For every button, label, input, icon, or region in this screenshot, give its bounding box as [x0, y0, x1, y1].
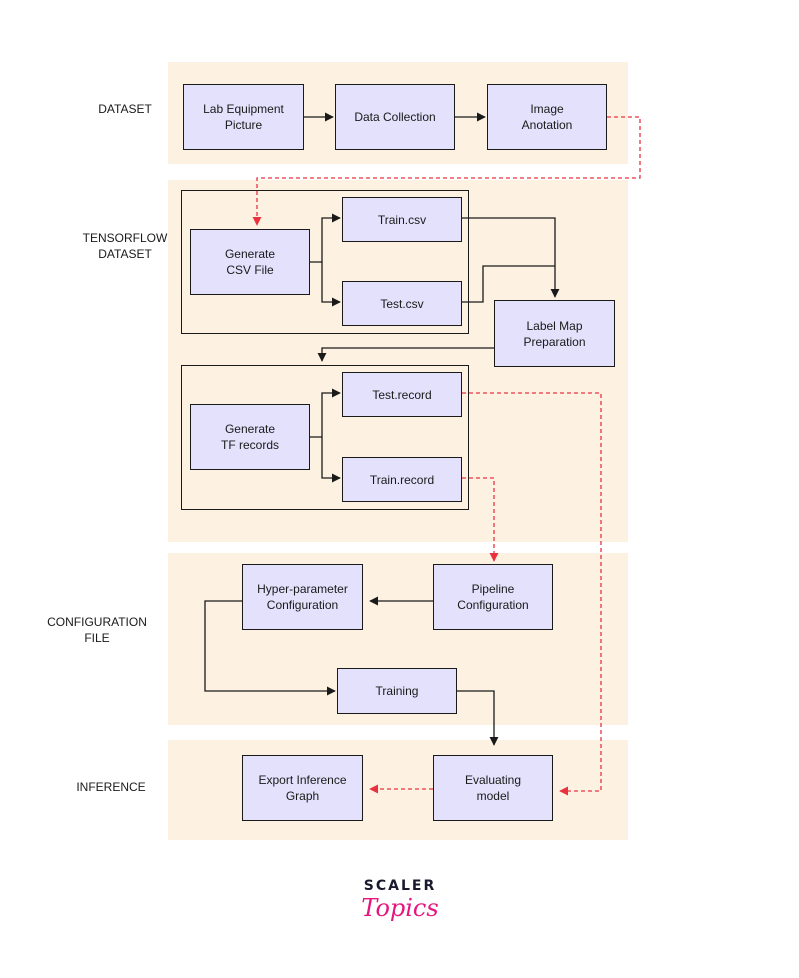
edge-image-anotation-to-generate-csv [252, 116, 641, 226]
node-test-record: Test.record [342, 372, 462, 417]
node-evaluating-model: Evaluating model [433, 755, 553, 821]
section-label-tensorflow-dataset: TENSORFLOW DATASET [82, 231, 168, 261]
section-label-configuration-file: CONFIGURATION FILE [47, 615, 147, 645]
edge-train-csv-to-label-map [462, 217, 560, 298]
node-export-inference-graph: Export Inference Graph [242, 755, 363, 821]
node-generate-tf-records: Generate TF records [190, 404, 310, 470]
tf-records-group [181, 365, 469, 510]
edge-hyper-parameter-to-training [204, 600, 336, 696]
node-train-record: Train.record [342, 457, 462, 502]
node-pipeline-configuration: Pipeline Configuration [433, 564, 553, 630]
edge-generate-csv-to-test-csv [321, 262, 341, 307]
edge-train-record-to-pipeline [462, 477, 499, 562]
logo-wordmark: SCALER [363, 878, 437, 894]
edge-test-csv-to-label-map [462, 265, 555, 303]
node-generate-csv-file: Generate CSV File [190, 229, 310, 295]
scaler-topics-logo: SCALER Topics [340, 874, 460, 944]
node-train-csv: Train.csv [342, 197, 462, 242]
section-label-inference: INFERENCE [76, 780, 146, 794]
node-data-collection: Data Collection [335, 84, 455, 150]
node-image-anotation: Image Anotation [487, 84, 607, 150]
node-test-csv: Test.csv [342, 281, 462, 326]
edge-label-map-to-generate-tf-records [317, 347, 494, 362]
edge-test-record-to-evaluating-model [462, 392, 602, 796]
section-label-dataset: DATASET [98, 102, 152, 116]
edge-generate-csv-to-train-csv [310, 213, 341, 263]
node-training: Training [337, 668, 457, 714]
edge-training-to-evaluating-model [457, 690, 499, 746]
node-lab-equipment-picture: Lab Equipment Picture [183, 84, 304, 150]
edge-generate-tf-to-test-record [310, 388, 341, 438]
node-hyper-parameter-configuration: Hyper-parameter Configuration [242, 564, 363, 630]
edge-generate-tf-to-train-record [321, 437, 341, 483]
csv-generation-group [181, 190, 469, 334]
logo-script: Topics [361, 894, 439, 922]
node-label-map-preparation: Label Map Preparation [494, 300, 615, 367]
